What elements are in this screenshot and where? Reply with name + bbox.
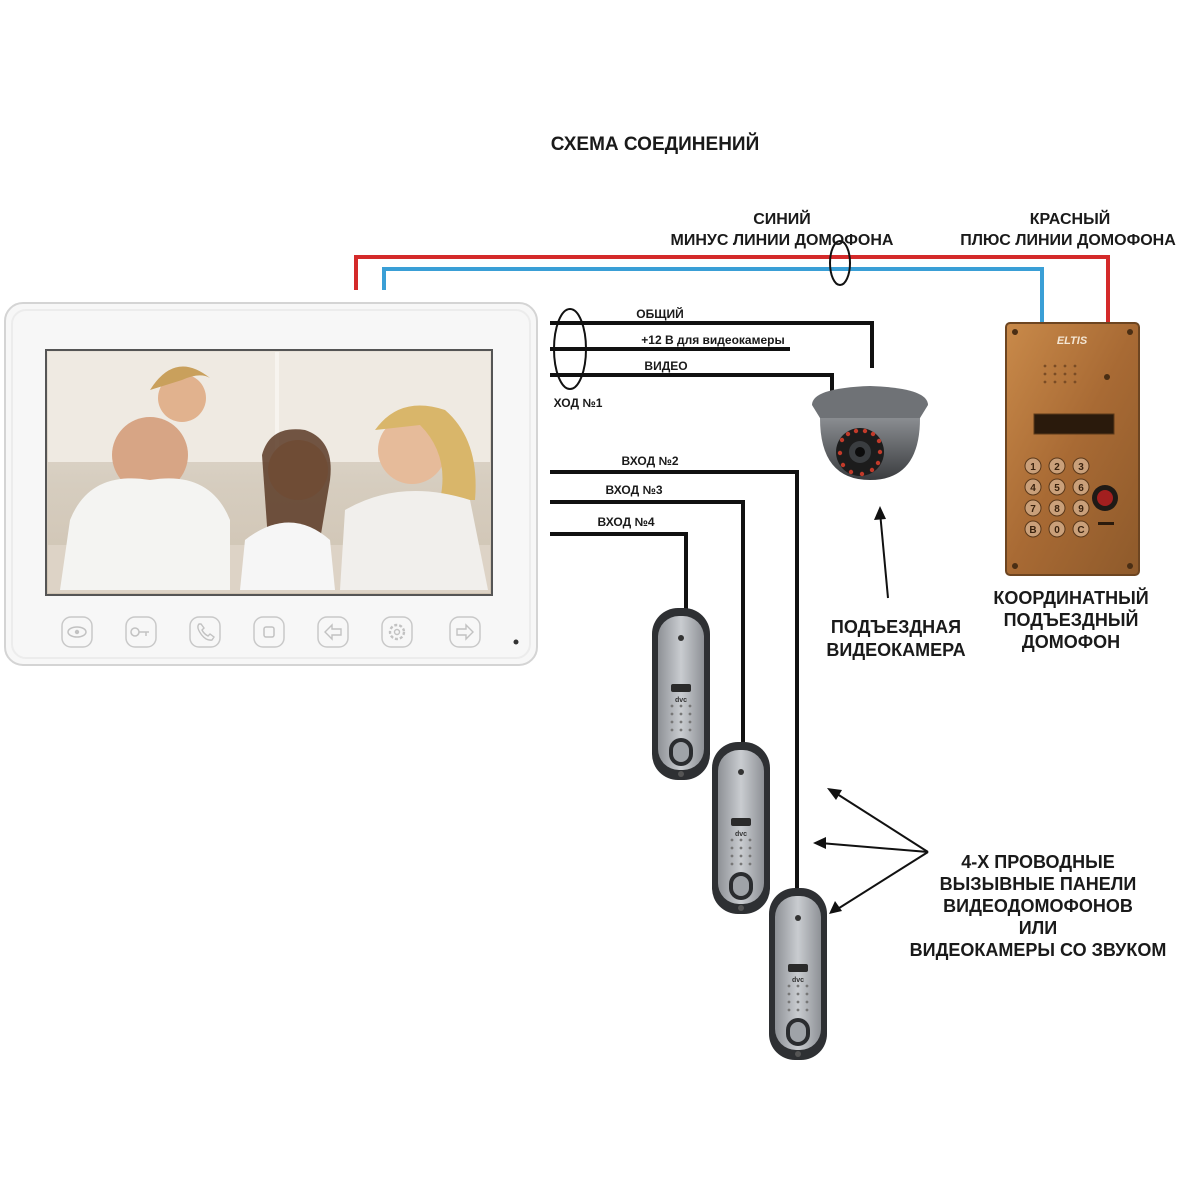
keypad-key[interactable] <box>1048 457 1066 475</box>
panels-label-line3: ВИДЕОДОМОФОНОВ <box>943 896 1133 916</box>
keypad-key[interactable] <box>1048 520 1066 538</box>
keypad-key-label: C <box>1077 525 1084 536</box>
eye-icon <box>67 626 87 638</box>
input4-wire <box>550 532 688 610</box>
keypad-key-label: 7 <box>1030 504 1036 515</box>
input2-wire <box>550 470 799 890</box>
keypad-key-label: 5 <box>1054 483 1060 494</box>
video-wire <box>550 373 834 392</box>
keypad-key[interactable] <box>1024 478 1042 496</box>
intercom-panel: ELTIS 1 2 3 4 5 6 7 8 9B 0 C <box>1005 322 1140 576</box>
monitor-phone-button[interactable] <box>189 616 221 648</box>
call-panel-3: dvc <box>769 888 827 1060</box>
diagram-title: СХЕМА СОЕДИНЕНИЙ <box>551 133 760 155</box>
panels-label-line2: ВЫЗЫВНЫЕ ПАНЕЛИ <box>940 874 1137 894</box>
input1-label: ХОД №1 <box>554 396 603 410</box>
stop-icon <box>263 626 275 638</box>
gear-icon <box>388 623 406 641</box>
keypad-key[interactable] <box>1072 520 1090 538</box>
forward-icon <box>456 623 474 641</box>
intercom-label-line1: КООРДИНАТНЫЙ <box>993 587 1148 608</box>
video-wire-label: ВИДЕО <box>644 359 687 373</box>
panel-brand: dvc <box>735 831 747 838</box>
panels-label-line5: ВИДЕОКАМЕРЫ СО ЗВУКОМ <box>910 940 1167 960</box>
input1-bundle-ring <box>553 308 587 390</box>
keypad-key-label: 2 <box>1054 462 1060 473</box>
dome-camera <box>812 386 928 480</box>
blue-wire <box>382 267 1044 338</box>
monitor-settings-button[interactable] <box>381 616 413 648</box>
keypad-key[interactable] <box>1048 478 1066 496</box>
input4-label: ВХОД №4 <box>597 515 654 529</box>
input3-wire <box>550 500 745 745</box>
input2-label: ВХОД №2 <box>621 454 678 468</box>
keypad-key-label: 8 <box>1054 504 1060 515</box>
camera-label-line1: ПОДЪЕЗДНАЯ <box>831 617 961 637</box>
common-wire-label: ОБЩИЙ <box>636 306 683 321</box>
keypad-key-label: 9 <box>1078 504 1084 515</box>
key-icon <box>130 627 149 637</box>
family-photo <box>48 352 490 593</box>
keypad-key-label: 1 <box>1030 462 1036 473</box>
blue-wire-function-label: МИНУС ЛИНИИ ДОМОФОНА <box>671 232 894 249</box>
common-wire <box>550 321 874 368</box>
blue-wire-color-label: СИНИЙ <box>753 209 811 228</box>
keypad-key[interactable] <box>1072 457 1090 475</box>
call-panel-1: dvc <box>652 608 710 780</box>
monitor-eye-button[interactable] <box>61 616 93 648</box>
intercom-brand: ELTIS <box>1057 335 1088 347</box>
keypad-key[interactable] <box>1024 457 1042 475</box>
red-wire <box>354 255 1110 338</box>
intercom-keypad: 1 2 3 4 5 6 7 8 9B 0 C <box>1024 457 1090 538</box>
panel-brand: dvc <box>675 697 687 704</box>
monitor-led <box>513 639 519 645</box>
monitor <box>4 302 538 666</box>
keypad-key-label: 0 <box>1054 525 1060 536</box>
keypad-key-label: 3 <box>1078 462 1084 473</box>
panels-label-line4: ИЛИ <box>1019 918 1058 938</box>
intercom-label-line3: ДОМОФОН <box>1022 632 1120 652</box>
keypad-key-label: 4 <box>1030 483 1036 494</box>
red-wire-function-label: ПЛЮС ЛИНИИ ДОМОФОНА <box>960 232 1176 249</box>
red-wire-color-label: КРАСНЫЙ <box>1030 209 1110 228</box>
call-panel-2: dvc <box>712 742 770 914</box>
panel-brand: dvc <box>792 977 804 984</box>
phone-icon <box>197 623 215 641</box>
monitor-back-button[interactable] <box>317 616 349 648</box>
keypad-key[interactable] <box>1024 520 1042 538</box>
intercom-label-line2: ПОДЪЕЗДНЫЙ <box>1004 609 1139 630</box>
keypad-key-label: 6 <box>1078 483 1084 494</box>
keypad-key[interactable] <box>1024 499 1042 517</box>
input3-label: ВХОД №3 <box>605 483 662 497</box>
keypad-key[interactable] <box>1048 499 1066 517</box>
keypad-key[interactable] <box>1072 478 1090 496</box>
panels-arrows <box>819 791 929 911</box>
cable-bundle-ring <box>829 240 851 286</box>
power-wire-label: +12 В для видеокамеры <box>641 333 784 347</box>
back-icon <box>324 623 342 641</box>
monitor-forward-button[interactable] <box>449 616 481 648</box>
camera-label-line2: ВИДЕОКАМЕРА <box>826 640 965 660</box>
keypad-key-label: B <box>1029 525 1036 536</box>
monitor-stop-button[interactable] <box>253 616 285 648</box>
panels-label-line1: 4-Х ПРОВОДНЫЕ <box>961 852 1114 872</box>
monitor-key-button[interactable] <box>125 616 157 648</box>
camera-arrow <box>879 511 889 599</box>
keypad-key[interactable] <box>1072 499 1090 517</box>
